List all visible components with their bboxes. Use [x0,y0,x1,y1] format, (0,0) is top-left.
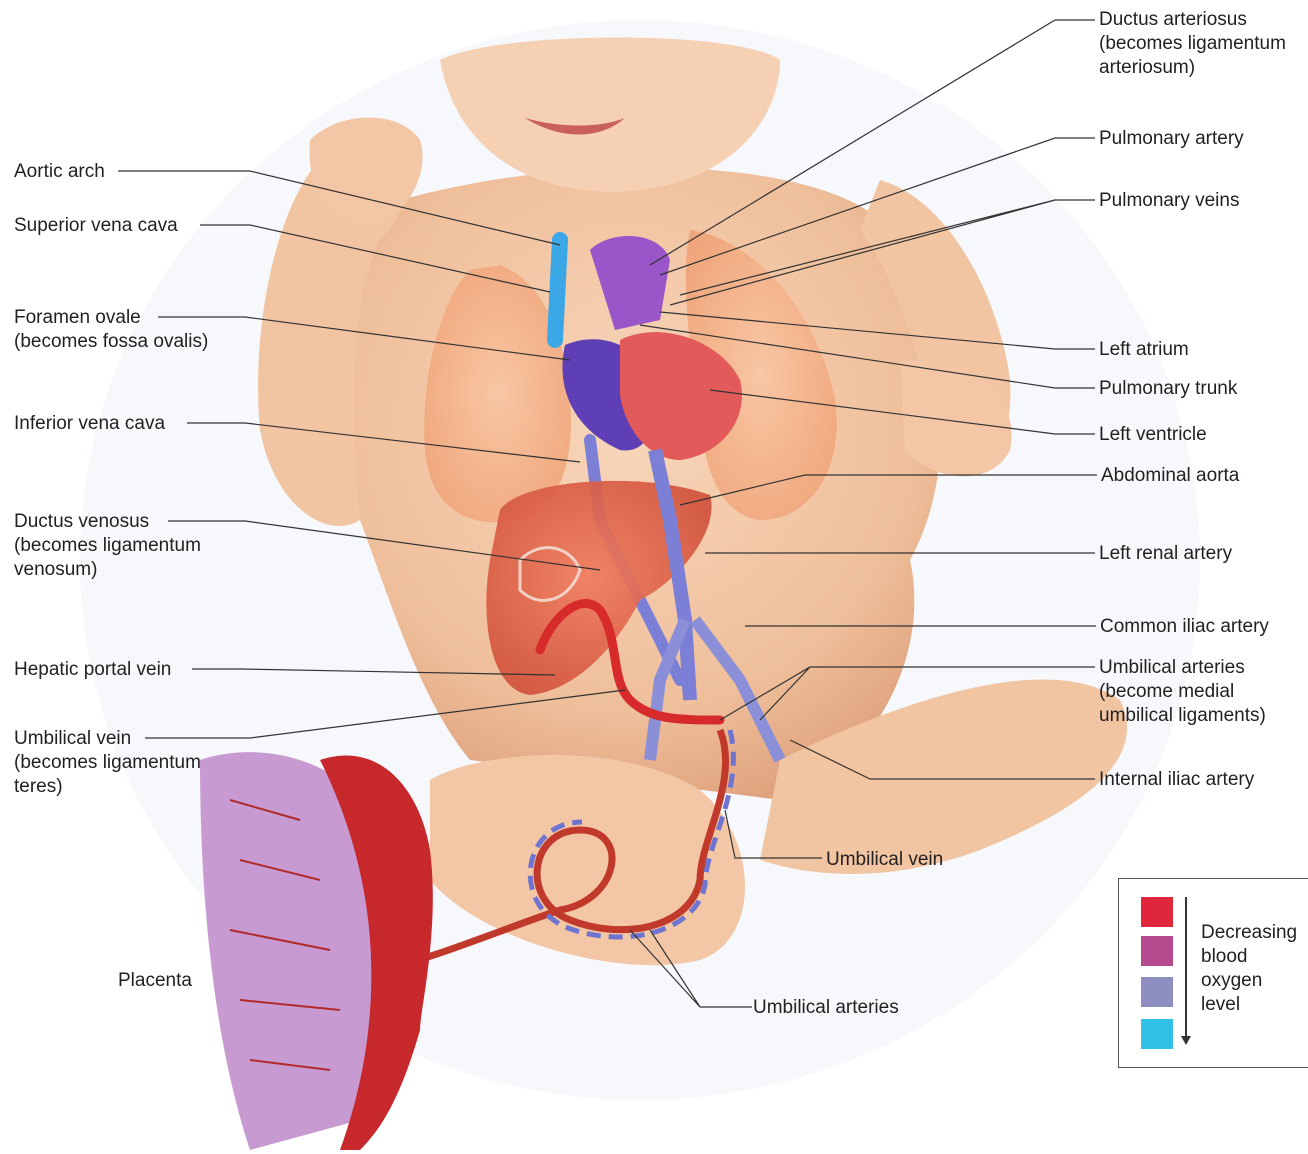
label-ductus-arteriosus-line2: (becomes ligamentum [1099,32,1286,56]
label-foramen-ovale-line2: (becomes fossa ovalis) [14,330,208,354]
label-aortic-arch: Aortic arch [14,160,105,184]
legend-text: Decreasing blood oxygen level [1201,921,1297,1017]
label-umbilical-vein-bottom: Umbilical vein [826,848,943,872]
label-hepatic-portal-vein: Hepatic portal vein [14,658,171,682]
label-ductus-venosus-line1: Ductus venosus [14,510,201,534]
label-umbilical-arteries-right-line2: (become medial [1099,680,1266,704]
label-common-iliac-artery: Common iliac artery [1100,615,1269,639]
label-umbilical-vein-left-line3: teres) [14,775,201,799]
label-pulmonary-trunk: Pulmonary trunk [1099,377,1237,401]
legend-swatch-3 [1141,977,1173,1007]
label-ductus-venosus: Ductus venosus (becomes ligamentum venos… [14,510,201,582]
legend-text-line4: level [1201,993,1297,1017]
label-left-renal-artery: Left renal artery [1099,542,1232,566]
label-umbilical-arteries-bottom: Umbilical arteries [753,996,899,1020]
legend-down-arrow-icon [1185,897,1187,1043]
label-umbilical-arteries-right: Umbilical arteries (become medial umbili… [1099,656,1266,728]
label-ductus-arteriosus-line3: arteriosum) [1099,56,1286,80]
legend-swatch-1 [1141,897,1173,927]
label-foramen-ovale-line1: Foramen ovale [14,306,208,330]
legend-text-line1: Decreasing [1201,921,1297,945]
oxygen-legend: Decreasing blood oxygen level [1118,878,1308,1068]
label-abdominal-aorta: Abdominal aorta [1101,464,1239,488]
label-ductus-arteriosus-line1: Ductus arteriosus [1099,8,1286,32]
label-left-ventricle: Left ventricle [1099,423,1207,447]
label-left-atrium: Left atrium [1099,338,1189,362]
label-internal-iliac-artery: Internal iliac artery [1099,768,1254,792]
label-ductus-venosus-line2: (becomes ligamentum [14,534,201,558]
label-umbilical-vein-left-line1: Umbilical vein [14,727,201,751]
label-ductus-arteriosus: Ductus arteriosus (becomes ligamentum ar… [1099,8,1286,80]
label-umbilical-arteries-right-line3: umbilical ligaments) [1099,704,1266,728]
legend-swatch-2 [1141,936,1173,966]
label-pulmonary-veins: Pulmonary veins [1099,189,1239,213]
legend-text-line2: blood [1201,945,1297,969]
superior-vena-cava-vessel [555,240,560,340]
label-umbilical-arteries-right-line1: Umbilical arteries [1099,656,1266,680]
legend-swatch-4 [1141,1019,1173,1049]
label-superior-vena-cava: Superior vena cava [14,214,178,238]
label-foramen-ovale: Foramen ovale (becomes fossa ovalis) [14,306,208,354]
label-umbilical-vein-left-line2: (becomes ligamentum [14,751,201,775]
legend-text-line3: oxygen [1201,969,1297,993]
placenta-illustration [200,752,433,1150]
label-pulmonary-artery: Pulmonary artery [1099,127,1244,151]
label-umbilical-vein-left: Umbilical vein (becomes ligamentum teres… [14,727,201,799]
label-ductus-venosus-line3: venosum) [14,558,201,582]
label-placenta: Placenta [118,969,192,993]
label-inferior-vena-cava: Inferior vena cava [14,412,165,436]
